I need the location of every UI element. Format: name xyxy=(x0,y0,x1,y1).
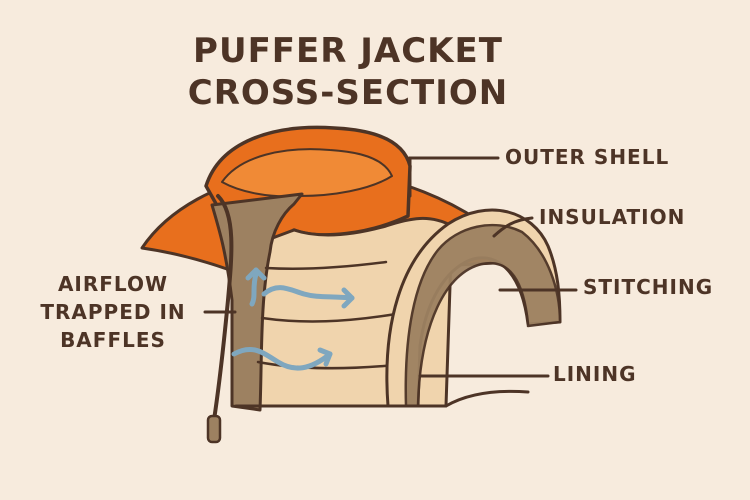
label-stitching: STITCHING xyxy=(583,275,714,299)
airflow-arrow-up xyxy=(249,267,259,307)
label-lining: LINING xyxy=(553,362,637,386)
airflow-line-1: AIRFLOW xyxy=(57,272,169,296)
base-line xyxy=(234,389,530,408)
airflow-arrow-right-1 xyxy=(261,285,355,301)
airflow-line-3: BAFFLES xyxy=(60,328,166,352)
collar-rim xyxy=(221,148,393,198)
title-line-1: PUFFER JACKET xyxy=(193,31,503,71)
title-line-2: CROSS-SECTION xyxy=(187,73,509,113)
airflow-arrow-up-head xyxy=(245,267,267,281)
airflow-arrow-right-2 xyxy=(231,347,333,371)
leader-outer-shell xyxy=(408,156,500,198)
label-insulation: INSULATION xyxy=(539,205,686,229)
label-airflow: AIRFLOW TRAPPED IN BAFFLES xyxy=(18,270,208,354)
zipper-pull xyxy=(206,414,222,444)
airflow-arrow-right-2-head xyxy=(317,347,333,367)
label-outer-shell: OUTER SHELL xyxy=(505,145,670,169)
airflow-line-2: TRAPPED IN xyxy=(40,300,186,324)
zipper-line xyxy=(212,194,234,422)
diagram-title: PUFFER JACKET CROSS-SECTION xyxy=(138,30,558,114)
stitching-line-1 xyxy=(264,260,388,270)
airflow-arrow-right-1-head xyxy=(341,287,355,309)
inner-lining-arch xyxy=(404,223,562,408)
leader-insulation xyxy=(492,216,534,238)
stitching-line-2 xyxy=(260,312,398,323)
